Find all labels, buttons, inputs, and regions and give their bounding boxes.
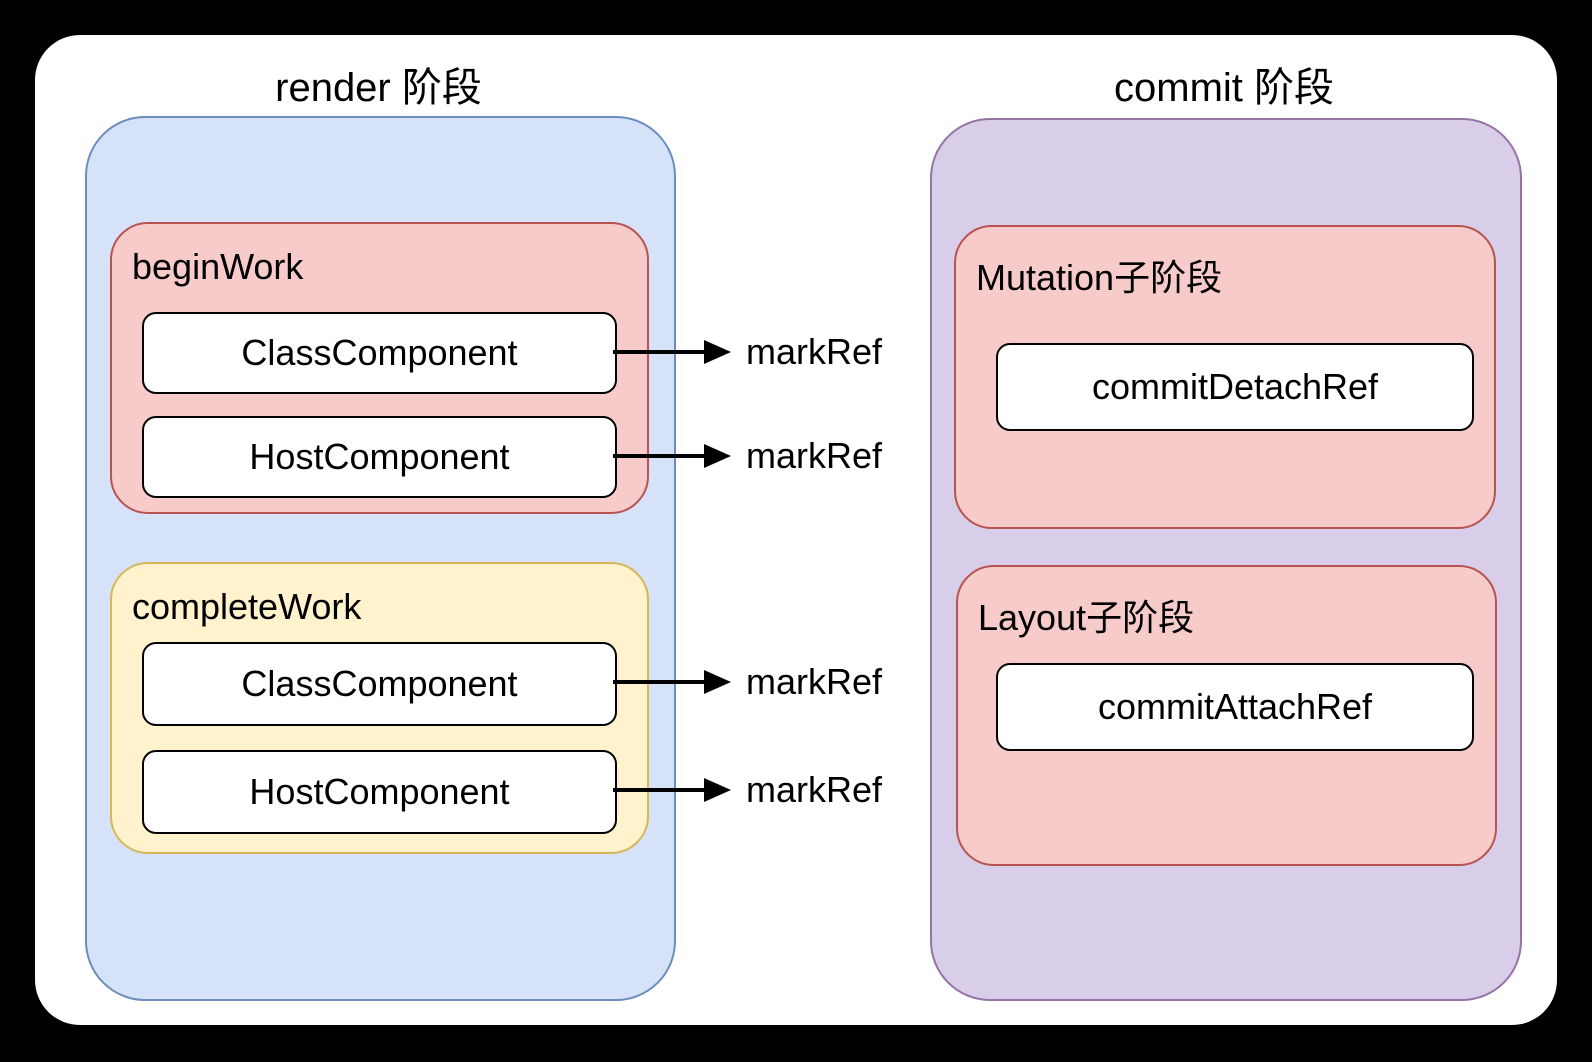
node-commit-detach-ref: commitDetachRef xyxy=(996,343,1474,431)
arrow-line xyxy=(613,680,705,684)
node-completework-classcomponent: ClassComponent xyxy=(142,642,617,726)
mutation-subphase-label: Mutation子阶段 xyxy=(976,257,1223,298)
arrowhead-icon xyxy=(704,670,731,694)
node-beginwork-hostcomponent: HostComponent xyxy=(142,416,617,498)
render-phase-title: render 阶段 xyxy=(275,66,482,110)
node-beginwork-classcomponent: ClassComponent xyxy=(142,312,617,394)
arrow-line xyxy=(613,788,705,792)
node-completework-hostcomponent: HostComponent xyxy=(142,750,617,834)
arrow-line xyxy=(613,350,705,354)
node-commit-attach-ref: commitAttachRef xyxy=(996,663,1474,751)
markref-label-3: markRef xyxy=(746,661,883,702)
begin-work-label: beginWork xyxy=(132,246,304,287)
markref-label-4: markRef xyxy=(746,769,883,810)
arrowhead-icon xyxy=(704,340,731,364)
arrowhead-icon xyxy=(704,444,731,468)
complete-work-label: completeWork xyxy=(132,586,362,627)
layout-subphase-label: Layout子阶段 xyxy=(978,597,1195,638)
commit-phase-title: commit 阶段 xyxy=(1114,66,1334,110)
arrowhead-icon xyxy=(704,778,731,802)
markref-label-1: markRef xyxy=(746,331,883,372)
markref-label-2: markRef xyxy=(746,435,883,476)
arrow-line xyxy=(613,454,705,458)
